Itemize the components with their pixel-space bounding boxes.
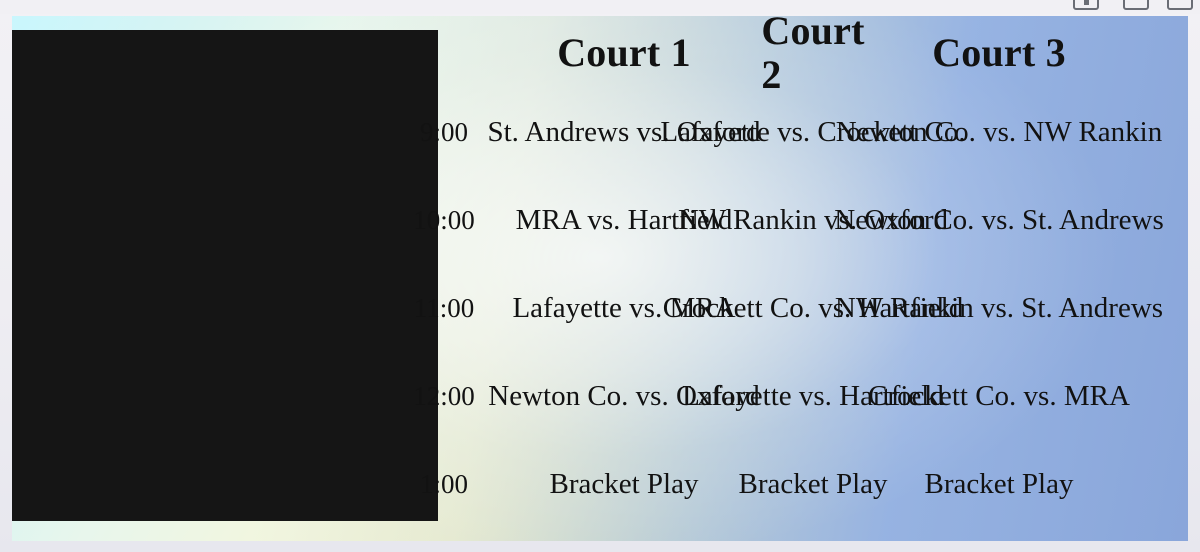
match-cell: Newton Co. vs. NW Rankin — [835, 116, 1163, 149]
court-header-1: Court 1 — [557, 29, 691, 75]
schedule-grid: Court 1 Court 2 Court 3 9:00 St. Andrews… — [12, 16, 1188, 541]
match-cell: Lafayette vs. MRA — [512, 292, 736, 325]
match-cell: Crockett Co. vs. MRA — [868, 380, 1130, 413]
match-cell: St. Andrews vs. Oxford — [487, 116, 761, 149]
match-cell: Newton Co. vs. St. Andrews — [834, 204, 1164, 237]
match-cell: Bracket Play — [924, 468, 1074, 501]
court-header-3: Court 3 — [932, 29, 1066, 75]
schedule-board: Court 1 Court 2 Court 3 9:00 St. Andrews… — [12, 16, 1188, 541]
match-cell: MRA vs. Hartfield — [515, 204, 733, 237]
match-cell: NW Rankin vs. St. Andrews — [834, 292, 1164, 325]
column-divider-1 — [12, 30, 93, 521]
save-icon[interactable] — [1073, 0, 1099, 10]
match-cell: Bracket Play — [549, 468, 699, 501]
column-divider-2 — [93, 30, 96, 521]
column-divider-3 — [96, 30, 438, 521]
window-icon[interactable] — [1167, 0, 1193, 10]
window-icon[interactable] — [1123, 0, 1149, 10]
save-icon-dot — [1084, 0, 1089, 5]
match-cell: Newton Co. vs. Oxford — [488, 380, 760, 413]
top-toolbar-strip — [0, 0, 1200, 14]
